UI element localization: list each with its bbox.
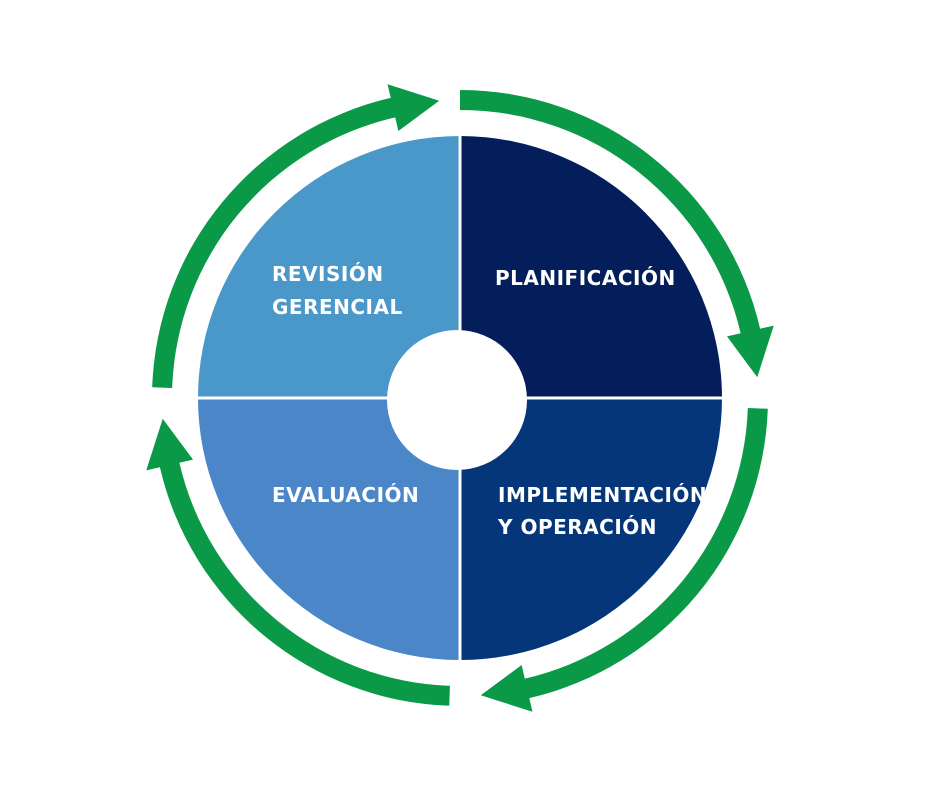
label-evaluacion: EVALUACIÓN — [272, 483, 419, 507]
arrow-bottom-left — [146, 418, 450, 706]
label-revision-line2: GERENCIAL — [272, 295, 403, 319]
arrow-left-top — [152, 84, 440, 388]
arrow-top-right — [460, 90, 774, 378]
label-implementacion-line1: IMPLEMENTACIÓN — [498, 483, 707, 507]
arrow-right-bottom — [480, 408, 768, 712]
cycle-arrows — [146, 84, 774, 712]
center-circle — [387, 330, 527, 470]
label-implementacion-line2: Y OPERACIÓN — [497, 515, 657, 539]
label-planificacion: PLANIFICACIÓN — [495, 266, 676, 290]
label-revision-line1: REVISIÓN — [272, 262, 384, 286]
